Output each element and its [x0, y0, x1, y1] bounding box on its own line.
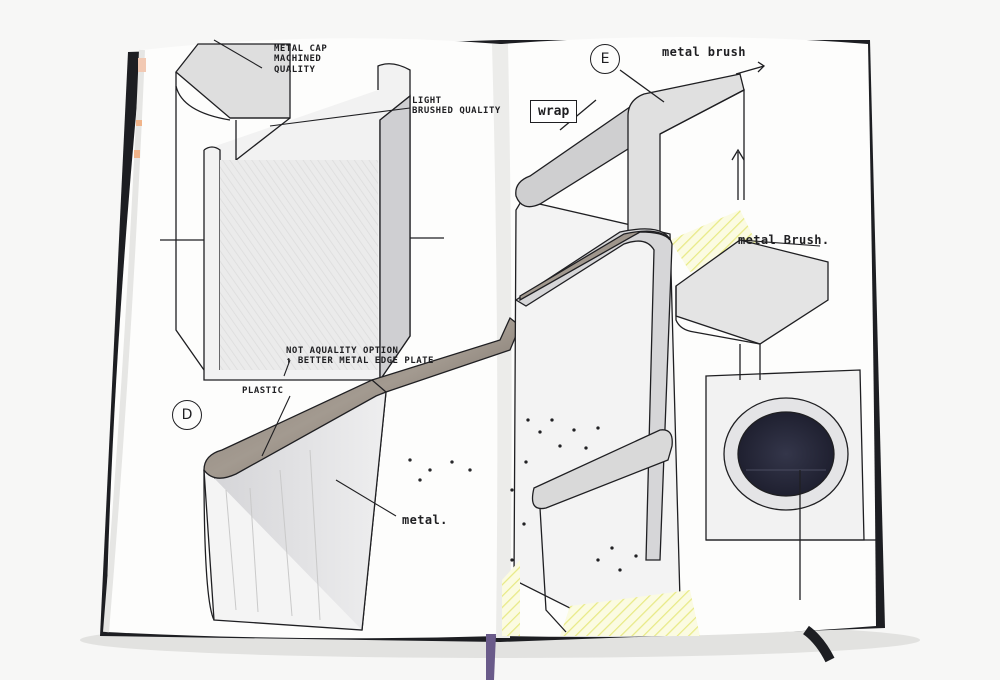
label-metal-brush-mid: metal Brush.	[738, 233, 830, 247]
sketch-top-left-device	[160, 43, 444, 383]
option-d-marker: D	[172, 400, 202, 430]
label-not-aquality: NOT AQUALITY OPTION ↑ BETTER METAL EDGE …	[286, 346, 434, 367]
option-d-text: D	[181, 407, 193, 423]
option-e-marker: E	[590, 44, 620, 74]
label-plastic: PLASTIC	[242, 386, 284, 396]
sketch-lens-device	[675, 239, 876, 600]
label-metal-cap: METAL CAP MACHINED QUALITY	[274, 44, 328, 75]
leader-lines-left	[213, 39, 411, 127]
label-wrap: wrap	[530, 100, 578, 123]
direction-arrows	[559, 61, 766, 200]
page-tabs	[134, 58, 146, 158]
bookmark-ribbon	[486, 625, 835, 680]
leader-lines-d	[261, 359, 397, 517]
leader-lines-right	[739, 239, 821, 247]
label-light-brushed: LIGHT BRUSHED QUALITY	[412, 96, 501, 117]
label-metal: metal.	[402, 513, 448, 527]
label-metal-brush-top: metal brush	[662, 45, 746, 59]
sketch-d-device	[203, 316, 521, 631]
option-e-text: E	[600, 51, 610, 67]
